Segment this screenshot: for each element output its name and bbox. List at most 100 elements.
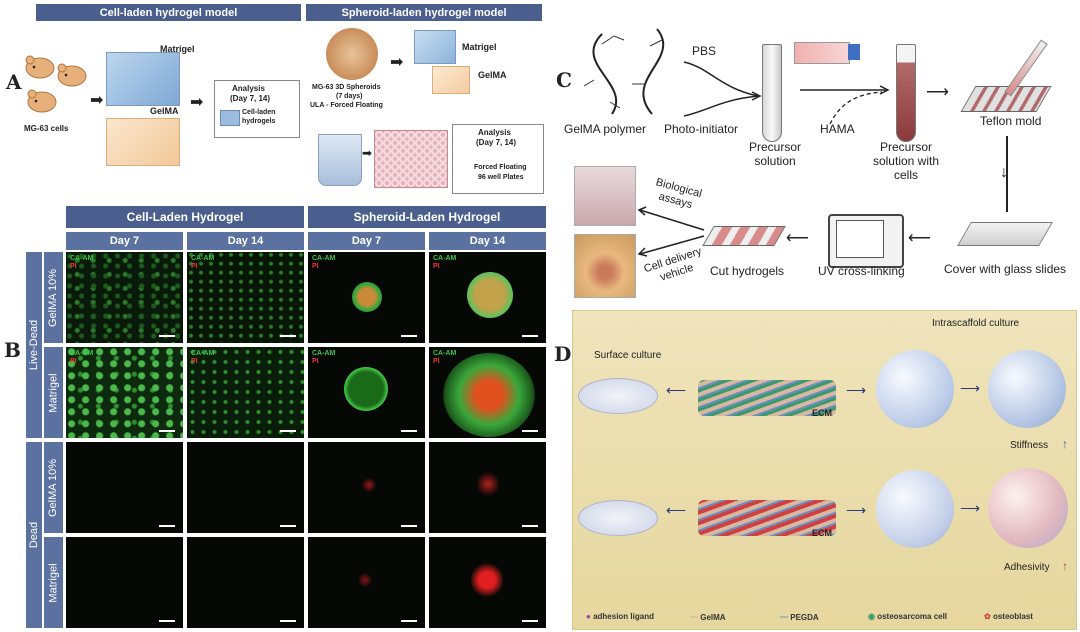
precursor-tube	[762, 44, 782, 142]
ecm-label-2: ECM	[812, 528, 832, 538]
matrigel-label: Matrigel	[160, 44, 195, 54]
gelma-label: GelMA	[150, 106, 179, 116]
adhesivity-arrow-icon: ↑	[1062, 559, 1068, 573]
cell-tube	[896, 44, 916, 142]
micrograph-r3c2	[187, 442, 304, 533]
ecm-sheet-top	[698, 380, 836, 416]
mice-illustration	[25, 55, 87, 113]
arrow-left-icon: ⟵	[908, 230, 931, 247]
legend-gelma: 〰 GelMA	[690, 613, 726, 622]
arrow-right-icon: ⟶	[960, 380, 981, 396]
micrograph-r4c4	[429, 537, 546, 628]
ecm-label-1: ECM	[812, 408, 832, 418]
adhesivity-label: Adhesivity	[1004, 562, 1050, 573]
arrow-icon: ➡	[90, 92, 104, 109]
precursor-cells-label: Precursor solution with cells	[872, 140, 940, 182]
panel-d-letter: D	[554, 342, 572, 366]
arrow-icon: ➡	[190, 94, 204, 111]
bio-photo	[574, 166, 636, 226]
panel-c-letter: C	[556, 68, 572, 92]
micrograph-r3c1	[66, 442, 183, 533]
uv-window	[836, 220, 884, 258]
surface-label: Surface culture	[594, 350, 662, 361]
panel-a-header-right: Spheroid-laden hydrogel model	[306, 4, 542, 21]
day-header-3: Day 7	[308, 232, 425, 250]
delivery-photo	[574, 234, 636, 298]
row-label-3: GelMA 10%	[44, 442, 63, 533]
panel-b-header-right: Spheroid-Laden Hydrogel	[308, 206, 546, 228]
legend-osteosarcoma: ◉ osteosarcoma cell	[868, 612, 948, 621]
gelma-polymer-label: GelMA polymer	[564, 122, 647, 136]
matrigel-label-2: Matrigel	[462, 42, 497, 52]
arrow-left-icon: ⟵	[786, 230, 809, 247]
analysis-box-2	[452, 124, 544, 194]
spheroid-image	[326, 28, 378, 80]
day-header-1: Day 7	[66, 232, 183, 250]
flow-arrow-1	[800, 85, 890, 125]
sphere-bottom-2	[988, 468, 1068, 548]
row-label-4: Matrigel	[44, 537, 63, 628]
analysis-1-days: (Day 7, 14)	[230, 94, 271, 103]
spheroid-line-1: MG-63 3D Spheroids	[312, 84, 381, 91]
analysis-1-title: Analysis	[232, 84, 265, 93]
panel-b-letter: B	[4, 338, 21, 362]
analysis-2-days: (Day 7, 14)	[476, 138, 517, 147]
arrow-icon: ➡	[362, 146, 373, 160]
legend-pegda: 〰 PEGDA	[780, 613, 819, 622]
surface-dish-bottom	[578, 500, 658, 536]
micrograph-r4c1	[66, 537, 183, 628]
spheroid-line-3: ULA - Forced Floating	[310, 102, 383, 109]
matrigel-cube	[106, 52, 180, 106]
split-arrows	[637, 206, 705, 257]
arrow-line	[1006, 136, 1008, 212]
well-plate	[374, 130, 448, 188]
cut-label: Cut hydrogels	[710, 264, 785, 278]
arrow-icon: ➡	[390, 54, 404, 71]
analysis-2-item-1: Forced Floating	[474, 164, 527, 171]
arrow-icon: ⟶	[926, 84, 949, 101]
analysis-2-item-2: 96 well Plates	[478, 174, 524, 181]
gelma-label-2: GelMA	[478, 70, 507, 80]
cells-label: MG-63 cells	[24, 124, 69, 133]
stiffness-label: Stiffness	[1010, 440, 1049, 451]
hama-label: HAMA	[820, 122, 855, 136]
day-header-4: Day 14	[429, 232, 546, 250]
spheroid-line-2: (7 days)	[336, 93, 363, 100]
row-label-2: Matrigel	[44, 347, 63, 438]
intra-label: Intrascaffold culture	[932, 318, 1020, 329]
arrow-right-icon: ⟶	[960, 500, 981, 516]
flask-cap	[848, 44, 860, 60]
sphere-top-1	[876, 350, 954, 428]
arrow-right-icon: ⟶	[846, 382, 867, 398]
analysis-1-item: Cell-laden hydrogels	[242, 109, 276, 125]
photo-initiator-label: Photo-initiator	[664, 122, 739, 136]
flask-icon	[794, 42, 850, 64]
arrow-down-icon: ↓	[1000, 164, 1008, 181]
micrograph-r4c3	[308, 537, 425, 628]
gelma-cube-2	[432, 66, 470, 94]
gelma-structure	[583, 28, 665, 115]
legend-osteoblast: ✿ osteoblast	[984, 612, 1033, 621]
precursor-label: Precursor solution	[748, 140, 801, 168]
row-label-1: GelMA 10%	[44, 252, 63, 343]
micrograph-r4c2	[187, 537, 304, 628]
teflon-label: Teflon mold	[980, 114, 1042, 128]
arrow-right-icon: ⟶	[846, 502, 867, 518]
analysis-box-1	[214, 80, 300, 138]
merge-arrows	[683, 61, 762, 117]
day-header-2: Day 14	[187, 232, 304, 250]
uv-label: UV cross-linking	[818, 264, 905, 278]
group-dead: Dead	[26, 442, 42, 628]
beaker-icon	[318, 134, 362, 186]
sphere-bottom-1	[876, 470, 954, 548]
glass-slides	[957, 222, 1053, 246]
group-live-dead: Live-Dead	[26, 252, 42, 438]
